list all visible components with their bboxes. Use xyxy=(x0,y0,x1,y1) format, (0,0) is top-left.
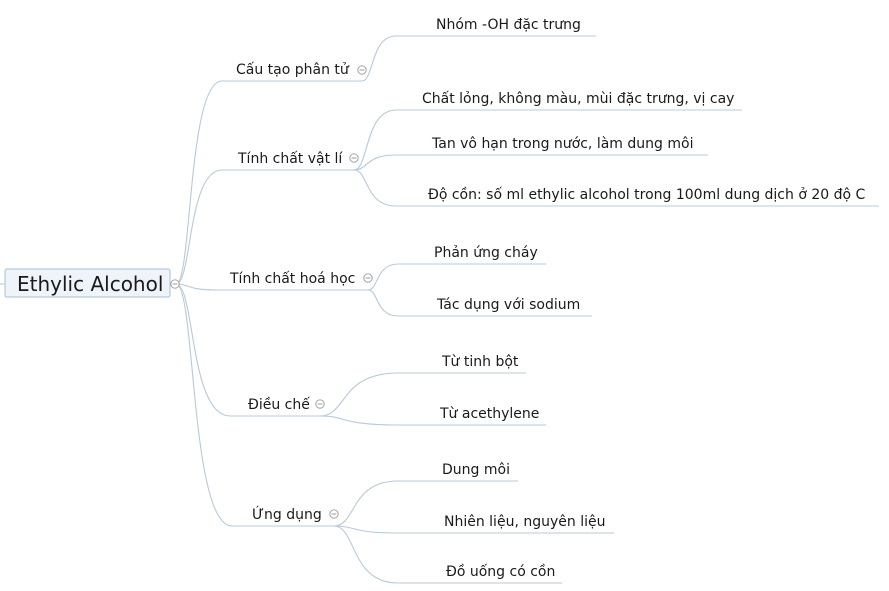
leaf-connector xyxy=(333,480,399,527)
leaf-node[interactable]: Chất lỏng, không màu, mùi đặc trưng, vị … xyxy=(422,91,734,107)
leaf-label: Chất lỏng, không màu, mùi đặc trưng, vị … xyxy=(422,91,734,107)
leaf-label: Đồ uống có cồn xyxy=(446,563,555,580)
leaf-label: Tan vô hạn trong nước, làm dung môi xyxy=(431,136,693,152)
leaf-label: Từ tinh bột xyxy=(441,354,519,370)
leaf-node[interactable]: Tan vô hạn trong nước, làm dung môi xyxy=(431,136,693,152)
leaf-label: Tác dụng với sodium xyxy=(436,297,580,313)
branch-node[interactable]: Ứng dụng xyxy=(252,505,322,523)
branch-connector xyxy=(175,80,223,285)
root-label: Ethylic Alcohol xyxy=(17,272,163,296)
root-collapse-toggle-icon[interactable] xyxy=(170,279,180,289)
nodes: Ethylic Alcohol Cấu tạo phân tử Nhóm -OH đ… xyxy=(4,17,866,580)
leaf-connector xyxy=(353,169,397,207)
leaf-label: Độ cồn: số ml ethylic alcohol trong 100m… xyxy=(428,186,866,203)
leaf-node[interactable]: Phản ứng cháy xyxy=(434,245,538,261)
branch-connector xyxy=(175,283,233,527)
leaf-label: Dung môi xyxy=(442,462,510,478)
branch-label: Tính chất vật lí xyxy=(237,151,343,167)
leaf-connector xyxy=(353,109,397,171)
branch-collapse-toggle-icon[interactable] xyxy=(349,153,359,163)
leaf-node[interactable]: Từ tinh bột xyxy=(441,354,519,370)
leaf-connector xyxy=(353,154,397,171)
connectors xyxy=(0,35,879,584)
leaf-label: Từ acethylene xyxy=(439,406,539,422)
leaf-connector xyxy=(333,525,399,534)
branch-connector xyxy=(175,283,231,417)
branch-label: Cấu tạo phân tử xyxy=(236,62,350,78)
branch-node[interactable]: Tính chất hoá học xyxy=(229,271,355,287)
leaf-node[interactable]: Dung môi xyxy=(442,462,510,478)
leaf-connector xyxy=(367,289,399,317)
leaf-connector xyxy=(319,372,399,417)
leaf-connector xyxy=(333,525,399,584)
leaf-node[interactable]: Nhiên liệu, nguyên liệu xyxy=(444,514,605,530)
root-node[interactable]: Ethylic Alcohol xyxy=(4,268,171,298)
branch-collapse-toggle-icon[interactable] xyxy=(315,399,325,409)
branch-label: Ứng dụng xyxy=(252,505,322,523)
leaf-label: Nhiên liệu, nguyên liệu xyxy=(444,514,605,530)
leaf-node[interactable]: Nhóm -OH đặc trưng xyxy=(436,17,581,33)
branch-collapse-toggle-icon[interactable] xyxy=(363,273,373,283)
leaf-node[interactable]: Tác dụng với sodium xyxy=(436,297,580,313)
leaf-connector xyxy=(361,35,397,82)
branch-label: Điều chế xyxy=(248,396,310,413)
branch-node[interactable]: Điều chế xyxy=(248,396,310,413)
branch-node[interactable]: Cấu tạo phân tử xyxy=(236,62,350,78)
branch-label: Tính chất hoá học xyxy=(229,271,355,287)
branch-connector xyxy=(175,169,223,285)
leaf-node[interactable]: Từ acethylene xyxy=(439,406,539,422)
leaf-label: Phản ứng cháy xyxy=(434,245,538,261)
leaf-connector xyxy=(319,415,399,426)
branch-node[interactable]: Tính chất vật lí xyxy=(237,151,343,167)
leaf-node[interactable]: Độ cồn: số ml ethylic alcohol trong 100m… xyxy=(428,186,866,203)
leaf-connector xyxy=(367,263,399,291)
leaf-node[interactable]: Đồ uống có cồn xyxy=(446,563,555,580)
branch-collapse-toggle-icon[interactable] xyxy=(329,509,339,519)
leaf-label: Nhóm -OH đặc trưng xyxy=(436,17,581,33)
branch-collapse-toggle-icon[interactable] xyxy=(357,65,367,75)
